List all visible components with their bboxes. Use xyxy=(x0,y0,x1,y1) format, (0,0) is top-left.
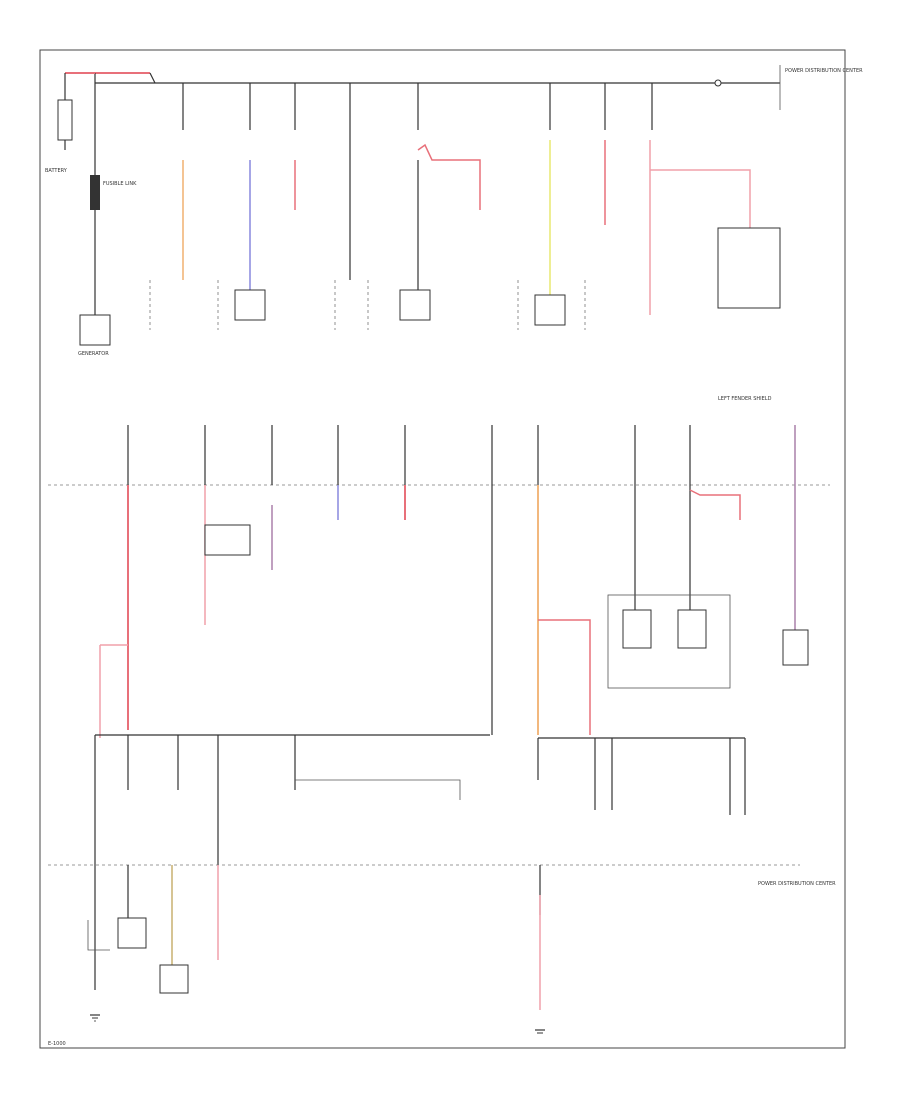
ground-icon xyxy=(90,1014,545,1034)
middle-fuse-drops xyxy=(127,425,796,735)
generator-box xyxy=(79,314,111,346)
battery-label: BATTERY xyxy=(45,168,68,174)
power-dist-top-label: POWER DISTRIBUTION CENTER xyxy=(785,68,863,74)
bus-link xyxy=(149,72,156,84)
fusible-link-icon xyxy=(90,175,100,210)
middle-components xyxy=(99,524,809,738)
diagram-frame xyxy=(39,49,846,1049)
corner-tag: E-1000 xyxy=(48,1041,66,1047)
generator-label: GENERATOR xyxy=(78,351,109,357)
bottom-drops xyxy=(87,865,541,1010)
lower-fuse-drops xyxy=(94,735,746,990)
top-components xyxy=(149,227,781,330)
left-fender-label: LEFT FENDER SHIELD xyxy=(718,396,772,402)
fusible-link-label: FUSIBLE LINK xyxy=(103,181,137,187)
bus-splice-icon xyxy=(714,79,722,87)
top-fuse-drops xyxy=(182,83,751,315)
power-dist-junction-label: POWER DISTRIBUTION CENTER xyxy=(758,881,836,887)
battery-icon xyxy=(57,99,73,141)
